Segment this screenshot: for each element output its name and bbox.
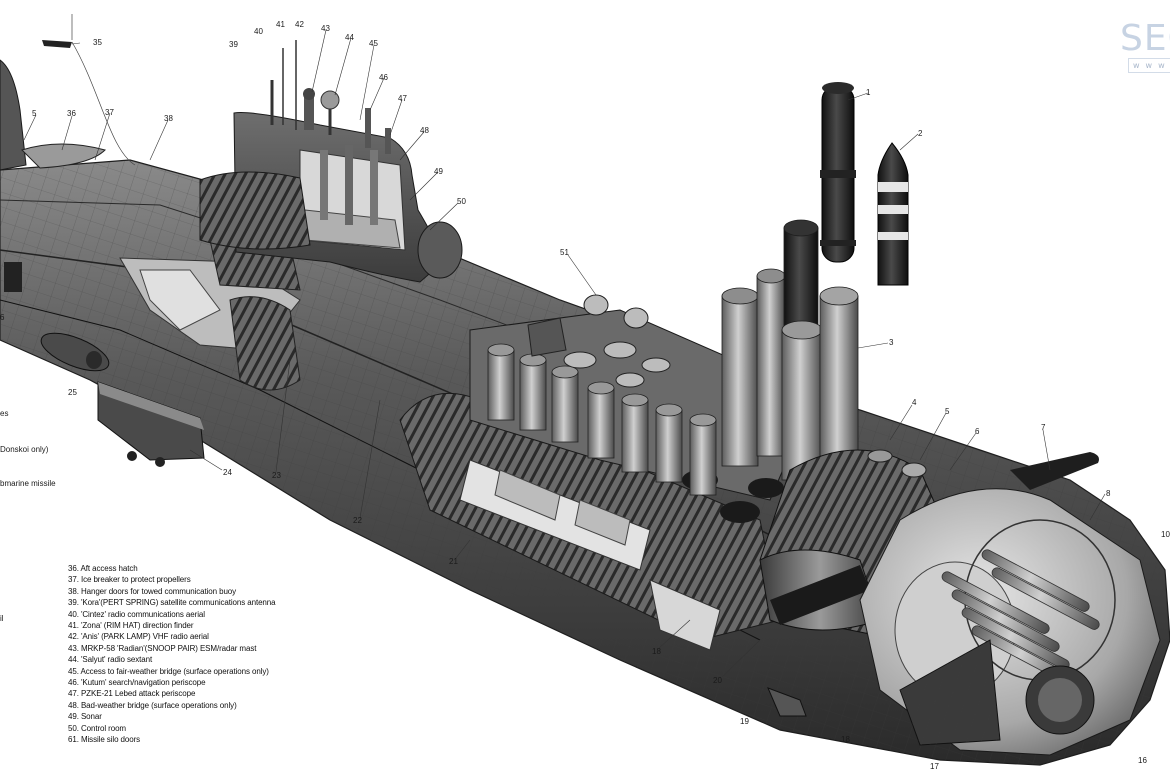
- legend-item: 41. 'Zona' (RIM HAT) direction finder: [68, 621, 194, 631]
- callout-39: 39: [229, 40, 238, 49]
- legend-item: 37. Ice breaker to protect propellers: [68, 575, 191, 585]
- legend-item: 40. 'Cintez' radio communications aerial: [68, 609, 205, 619]
- callout-21: 21: [449, 557, 458, 566]
- callout-36: 36: [67, 109, 76, 118]
- legend-item: 47. PZKE-21 Lebed attack periscope: [68, 689, 196, 699]
- callout-43: 43: [321, 24, 330, 33]
- callout-8: 8: [1106, 489, 1111, 498]
- legend-item: 38. Hanger doors for towed communication…: [68, 586, 237, 596]
- callout-25: 25: [68, 388, 77, 397]
- legend-item: 43. MRKP-58 'Radian'(SNOOP PAIR) ESM/rad…: [68, 643, 257, 653]
- callout-35: 35: [93, 38, 102, 47]
- callout-22: 22: [353, 516, 362, 525]
- callout-5: 5: [945, 407, 950, 416]
- legend-item: 42. 'Anis' (PARK LAMP) VHF radio aerial: [68, 632, 209, 642]
- callout-46: 46: [379, 73, 388, 82]
- legend-item: 46. 'Kutum' search/navigation periscope: [68, 678, 206, 688]
- legend-fragment: il: [0, 614, 4, 623]
- callout-48: 48: [420, 126, 429, 135]
- legend-fragment: bmarine missile: [0, 479, 56, 488]
- callout-50: 50: [457, 197, 466, 206]
- legend-item: 49. Sonar: [68, 712, 102, 722]
- callout-10: 10: [1161, 530, 1170, 539]
- callout-40: 40: [254, 27, 263, 36]
- legend-item: 50. Control room: [68, 723, 126, 733]
- callout-47: 47: [398, 94, 407, 103]
- legend-item: 44. 'Salyut' radio sextant: [68, 655, 153, 665]
- callout-44: 44: [345, 33, 354, 42]
- legend-fragment: Donskoi only): [0, 445, 49, 454]
- callout-42: 42: [295, 20, 304, 29]
- callout-16: 16: [1138, 756, 1147, 765]
- watermark-logo: SEC: [1120, 18, 1170, 59]
- callout-6: 6: [975, 427, 980, 436]
- callout-5-aft: 5: [32, 109, 37, 118]
- callout-38: 38: [164, 114, 173, 123]
- callout-20: 20: [713, 676, 722, 685]
- legend-item: 61. Missile silo doors: [68, 735, 141, 745]
- callout-18: 18: [652, 647, 661, 656]
- legend-item: 36. Aft access hatch: [68, 564, 138, 573]
- callout-6-partial: 6: [0, 313, 5, 322]
- callout-4: 4: [912, 398, 917, 407]
- legend-item: 45. Access to fair-weather bridge (surfa…: [68, 666, 269, 676]
- callout-19: 19: [740, 717, 749, 726]
- legend-item: 48. Bad-weather bridge (surface operatio…: [68, 700, 237, 710]
- callout-17: 17: [930, 762, 939, 771]
- legend-item: 39. 'Kora'(PERT SPRING) satellite commun…: [68, 598, 276, 608]
- callout-1: 1: [866, 88, 871, 97]
- callout-45: 45: [369, 39, 378, 48]
- callout-3: 3: [889, 338, 894, 347]
- callout-7: 7: [1041, 423, 1046, 432]
- callout-51: 51: [560, 248, 569, 257]
- callout-2: 2: [918, 129, 923, 138]
- parts-legend: 36. Aft access hatch 37. Ice breaker to …: [68, 563, 276, 746]
- callout-24: 24: [223, 468, 232, 477]
- callout-37: 37: [105, 108, 114, 117]
- callout-23: 23: [272, 471, 281, 480]
- callout-49: 49: [434, 167, 443, 176]
- callout-18-lower: 18: [841, 735, 850, 744]
- watermark-url: www: [1128, 58, 1170, 73]
- legend-fragment: es: [0, 409, 9, 418]
- callout-41: 41: [276, 20, 285, 29]
